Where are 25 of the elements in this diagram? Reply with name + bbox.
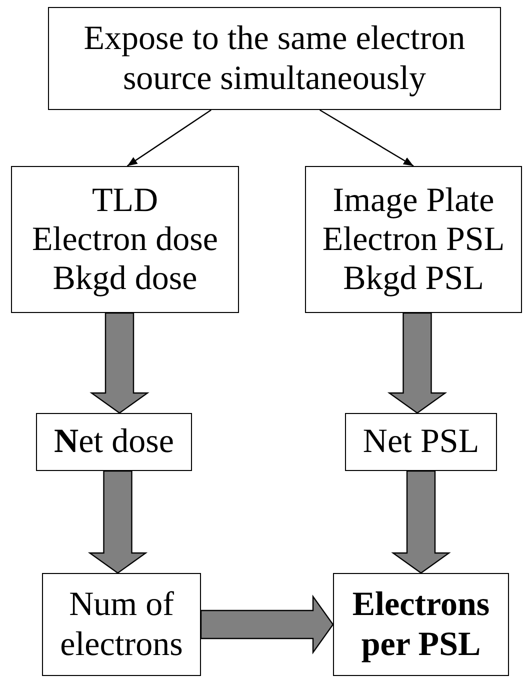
box-label: TLD: [92, 180, 158, 220]
box-label: Net dose: [54, 422, 174, 462]
box-label: Bkgd PSL: [343, 259, 484, 298]
box-label: Expose to the same electron source simultaneously: [82, 19, 466, 98]
process-box: [11, 166, 239, 313]
block-arrow: [88, 470, 148, 574]
arrow: [319, 109, 414, 167]
box-label: Num of electrons: [59, 585, 184, 664]
process-box: [48, 7, 501, 110]
arrow: [126, 109, 212, 167]
process-box: [36, 413, 192, 471]
block-arrow: [391, 470, 451, 574]
block-arrow: [200, 594, 334, 654]
box-label: Bkgd dose: [52, 259, 198, 298]
process-box: [345, 413, 497, 471]
box-label: Image Plate: [332, 180, 494, 220]
box-label: Electron PSL: [322, 220, 505, 260]
block-arrow: [90, 312, 150, 414]
box-label: Electron dose: [32, 220, 218, 260]
process-box: [42, 573, 201, 676]
box-label: Electrons per PSL: [351, 585, 491, 664]
process-box: [305, 166, 522, 313]
process-box: [333, 573, 509, 676]
box-label: Net PSL: [362, 422, 480, 462]
block-arrow: [387, 312, 448, 414]
